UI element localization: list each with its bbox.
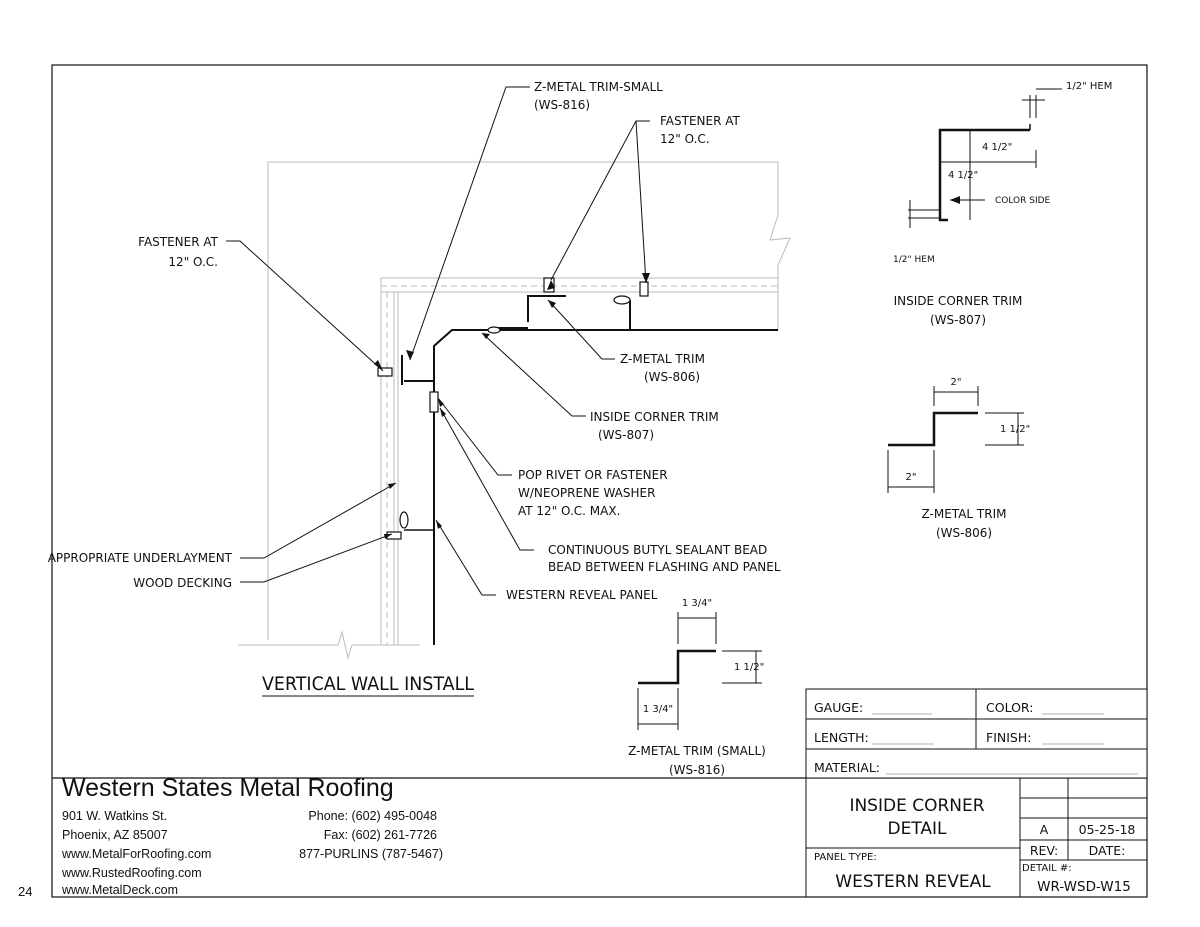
gauge-label: GAUGE: [814,700,863,715]
phone-number: Phone: (602) 495-0048 [308,809,437,823]
callout-fastener-top-2: 12" O.C. [660,132,710,146]
zs-dim-rise: 1 1/2" [734,662,764,673]
callout-fastener-left-1: FASTENER AT [138,235,219,249]
installed-trims [401,295,778,645]
color-label: COLOR: [986,700,1033,715]
callout-pop-rivet-1: POP RIVET OR FASTENER [518,468,668,482]
leader-lines [226,86,650,596]
callout-pop-rivet-2: W/NEOPRENE WASHER [518,486,655,500]
profile-inside-corner-code: (WS-807) [930,313,986,327]
profile-z-trim-labels: 2" 2" 1 1/2" Z-METAL TRIM (WS-806) [906,377,1031,540]
callout-underlayment: APPROPRIATE UNDERLAYMENT [48,551,233,565]
arrowheads [374,273,650,539]
callout-labels: Z-METAL TRIM-SMALL (WS-816) FASTENER AT … [48,80,781,602]
rev-label: REV: [1030,843,1058,858]
zs-dim-top: 1 3/4" [682,598,712,609]
fax-number: Fax: (602) 261-7726 [323,828,437,842]
callout-inside-corner-1: INSIDE CORNER TRIM [590,410,719,424]
profile-z-trim-small-code: (WS-816) [669,763,725,777]
panel-type-value: WESTERN REVEAL [835,872,991,892]
profile-inside-corner [908,88,1062,228]
website-link-1[interactable]: www.MetalForRoofing.com [62,847,212,861]
website-link-3[interactable]: www.MetalDeck.com [62,883,178,897]
callout-z-trim-1: Z-METAL TRIM [620,352,705,366]
profile-z-trim-small-name: Z-METAL TRIM (SMALL) [628,744,766,758]
hem-left-label: 1/2" HEM [893,255,935,265]
address-line-2: Phoenix, AZ 85007 [62,828,168,842]
title-block-labels: INSIDE CORNER DETAIL PANEL TYPE: WESTERN… [814,796,1135,895]
callout-pop-rivet-3: AT 12" O.C. MAX. [518,504,620,518]
length-label: LENGTH: [814,730,869,745]
callout-inside-corner-2: (WS-807) [598,428,654,442]
callout-fastener-left-2: 12" O.C. [168,255,218,269]
date-value: 05-25-18 [1079,822,1136,837]
dim-side-label: 4 1/2" [948,170,978,181]
color-side-arrow [950,196,960,204]
main-title: VERTICAL WALL INSTALL [262,673,474,695]
detail-title-1: INSIDE CORNER [849,796,984,816]
color-side-label: COLOR SIDE [995,196,1051,206]
title-block-grid [805,777,1148,898]
callout-z-trim-small-2: (WS-816) [534,98,590,112]
wall-structure [238,161,791,660]
profile-inside-corner-name: INSIDE CORNER TRIM [894,294,1023,308]
dim-top-label: 4 1/2" [982,142,1012,153]
website-link-2[interactable]: www.RustedRoofing.com [62,866,202,880]
toll-free-number: 877-PURLINS (787-5467) [299,847,443,861]
profile-z-trim-small-labels: 1 3/4" 1 3/4" 1 1/2" Z-METAL TRIM (SMALL… [628,598,766,777]
page-number: 24 [18,884,33,899]
callout-decking: WOOD DECKING [133,576,232,590]
spec-block [805,688,1148,779]
callout-z-trim-small-1: Z-METAL TRIM-SMALL [534,80,663,94]
profile-z-trim [887,386,1024,493]
profile-z-trim-code: (WS-806) [936,526,992,540]
callout-z-trim-2: (WS-806) [644,370,700,384]
finish-label: FINISH: [986,730,1031,745]
callout-butyl-1: CONTINUOUS BUTYL SEALANT BEAD [548,543,767,557]
spec-blanks [872,713,1138,775]
callout-fastener-top-1: FASTENER AT [660,114,741,128]
address-line-1: 901 W. Watkins St. [62,809,168,823]
z-dim-bottom: 2" [906,472,917,483]
spec-labels: GAUGE: COLOR: LENGTH: FINISH: MATERIAL: [814,700,1033,775]
company-name: Western States Metal Roofing [62,774,394,802]
detail-number: WR-WSD-W15 [1037,879,1131,895]
profile-inside-corner-labels: 1/2" HEM 4 1/2" 4 1/2" COLOR SIDE 1/2" H… [893,81,1112,327]
detail-number-label: DETAIL #: [1022,863,1072,874]
callout-reveal-panel: WESTERN REVEAL PANEL [506,588,658,602]
profile-z-trim-small [637,612,762,730]
zs-dim-bottom: 1 3/4" [643,704,673,715]
z-dim-rise: 1 1/2" [1000,424,1030,435]
detail-title-2: DETAIL [887,819,947,839]
callout-butyl-2: BEAD BETWEEN FLASHING AND PANEL [548,560,781,574]
sheet-border [51,64,1148,898]
date-label: DATE: [1089,843,1126,858]
z-dim-top: 2" [951,377,962,388]
rev-value: A [1040,822,1049,837]
hem-top-label: 1/2" HEM [1066,81,1112,92]
panel-type-label: PANEL TYPE: [814,852,877,863]
material-label: MATERIAL: [814,760,880,775]
profile-z-trim-name: Z-METAL TRIM [922,507,1007,521]
